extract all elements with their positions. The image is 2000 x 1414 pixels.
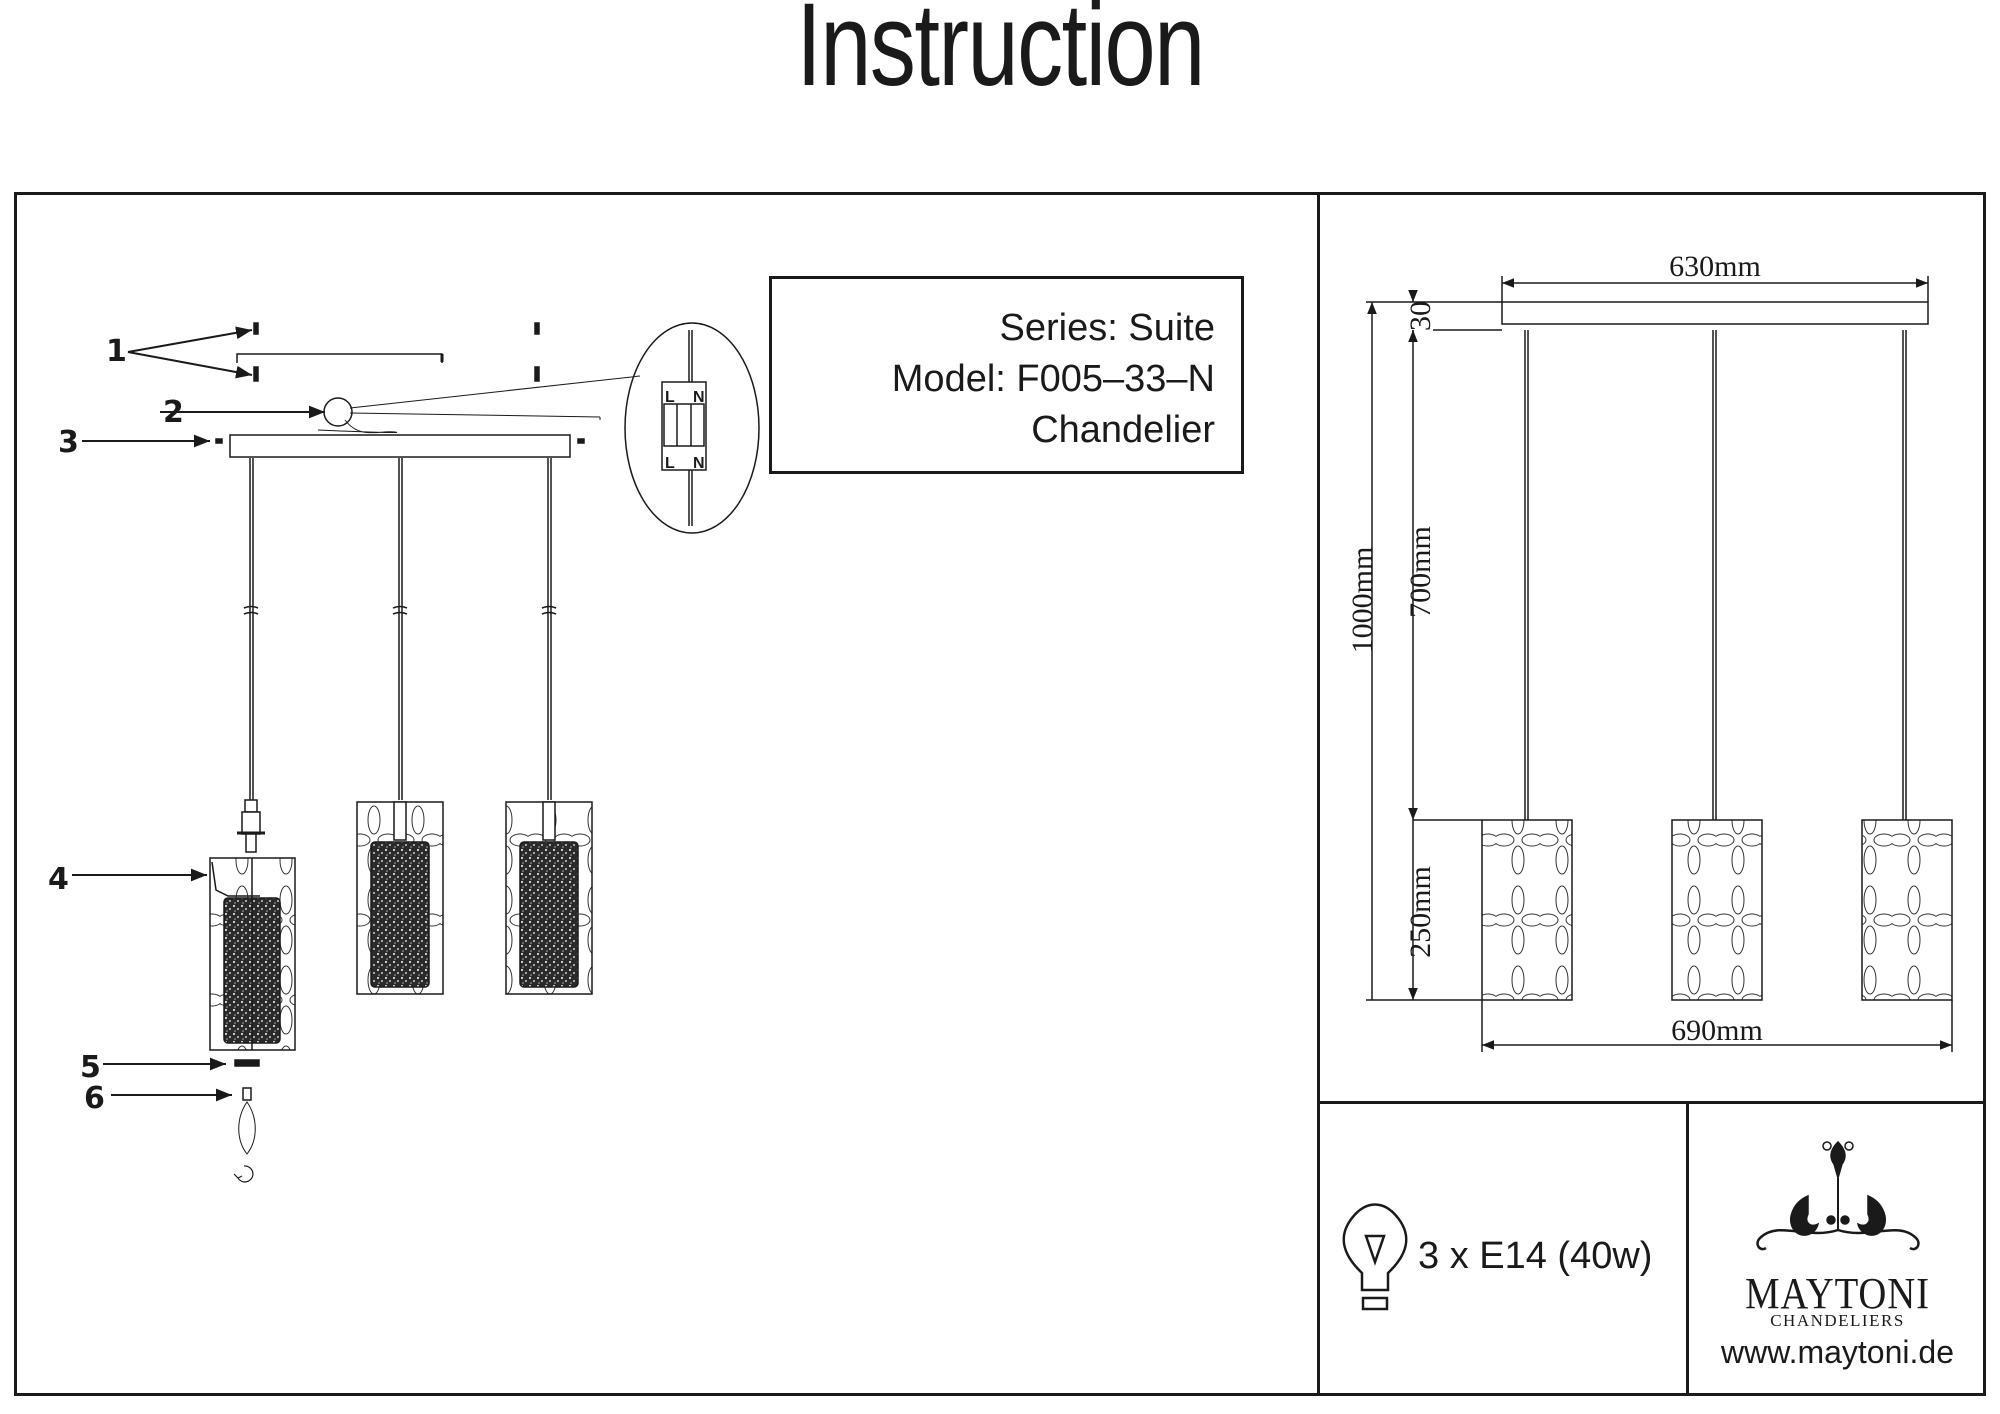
rotate-arrow-icon: [233, 1165, 254, 1183]
dim-total-height: 1000mm: [1346, 547, 1379, 654]
instruction-frame: [14, 192, 1986, 1396]
dim-cord-length: 700mm: [1404, 526, 1437, 618]
part-label-1: 1: [106, 334, 127, 369]
dim-canopy-width: 630mm: [1669, 250, 1761, 283]
bulb-spec: 3 x E14 (40w): [1418, 1235, 1653, 1277]
terminal-live-label-top: L: [665, 389, 675, 406]
pointer-arrow-1b: [127, 351, 253, 379]
retaining-ring-icon: [234, 1059, 260, 1067]
light-bulb-icon: [1342, 1203, 1408, 1311]
terminal-live-label-bottom: L: [665, 455, 675, 472]
brand-website-link[interactable]: www.maytoni.de: [1721, 1334, 1954, 1370]
canopy-bar: [229, 434, 571, 458]
mounting-bracket: [236, 353, 444, 363]
pointer-arrow-1a: [127, 326, 253, 353]
frame-divider-vertical: [1317, 192, 1320, 1396]
ornamental-chandelier-logo: [1756, 1140, 1920, 1251]
product-info-box: Series: Suite Model: F005–33–N Chandelie…: [769, 276, 1244, 474]
frame-divider-horizontal: [1317, 1101, 1986, 1104]
model-label: Model: F005–33–N: [891, 358, 1215, 400]
dim-shade-height: 250mm: [1404, 866, 1437, 958]
glass-shade: [209, 857, 296, 1051]
dimension-drawing: [1366, 276, 1953, 1052]
terminal-block-icon: [323, 397, 353, 427]
pendant-shade-assembled: [356, 801, 593, 995]
series-label: Series: Suite: [999, 307, 1215, 349]
terminal-neutral-label-top: N: [693, 389, 705, 406]
part-label-3: 3: [58, 425, 79, 460]
part-label-6: 6: [84, 1081, 105, 1116]
frame-divider-footer: [1686, 1101, 1689, 1396]
suspension-cords: [243, 458, 557, 800]
brand-name: MAYTONI: [1745, 1269, 1930, 1318]
dim-overall-width: 690mm: [1671, 1014, 1763, 1047]
lamp-socket: [237, 799, 265, 853]
product-type-label: Chandelier: [1031, 409, 1215, 451]
part-label-4: 4: [48, 862, 69, 897]
terminal-neutral-label-bottom: N: [693, 455, 705, 472]
candle-bulb-icon: [238, 1087, 256, 1155]
page-title: Instruction: [796, 0, 1205, 111]
part-label-5: 5: [80, 1050, 101, 1085]
terminal-detail-magnifier: [624, 322, 760, 534]
screw-icon: [253, 322, 540, 382]
brand-subtitle: CHANDELIERS: [1770, 1311, 1905, 1330]
dim-canopy-height: 30: [1404, 301, 1437, 331]
